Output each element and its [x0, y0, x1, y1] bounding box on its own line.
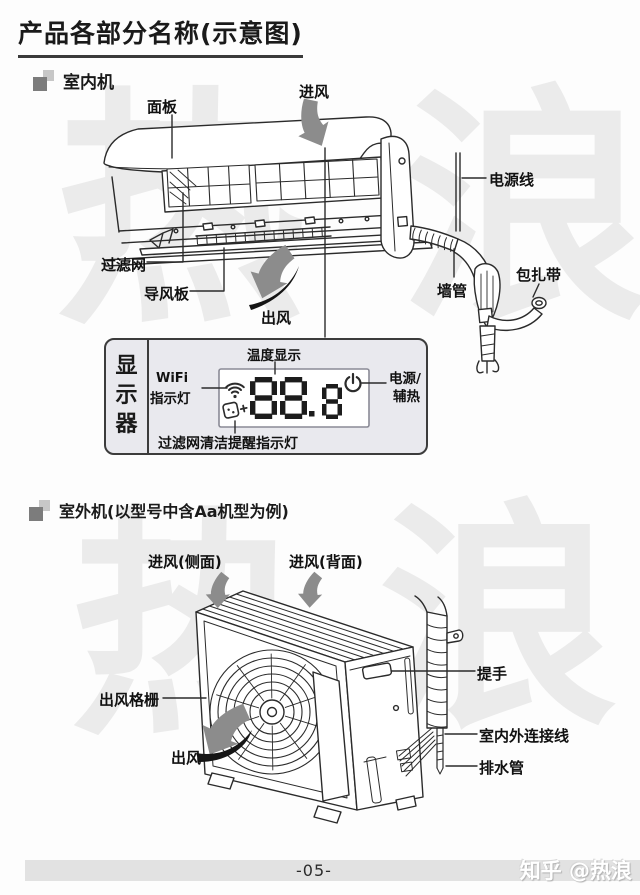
- page-title: 产品各部分名称(示意图): [18, 14, 303, 58]
- label-air-outlet: 出风: [171, 749, 202, 767]
- display-panel-graphics: [201, 361, 387, 434]
- power-auxheat-label: 辅热: [393, 389, 420, 405]
- display-panel-box: 显示器 温度显示 WiFi 指示灯 电源/ 辅热 过滤网清洁提醒指示灯: [104, 338, 428, 455]
- label-binding-tape: 包扎带: [516, 266, 562, 284]
- power-icon: [344, 372, 362, 393]
- section-title: 室内机: [63, 73, 114, 93]
- label-panel: 面板: [147, 98, 178, 116]
- label-outlet-grille: 出风格栅: [99, 691, 160, 709]
- airflow-arrows-indoor: [243, 98, 330, 310]
- section-header-outdoor: 室外机(以型号中含Aa机型为例): [29, 498, 289, 522]
- label-handle: 提手: [477, 665, 508, 683]
- section-marker-icon: [29, 499, 50, 521]
- credit-watermark: 知乎 @热浪: [519, 859, 632, 883]
- label-filter: 过滤网: [101, 256, 147, 274]
- label-air-inlet: 进风: [299, 83, 330, 101]
- page-number: -05-: [296, 861, 332, 880]
- display-panel-divider: [147, 340, 149, 453]
- filter-clean-reminder-label: 过滤网清洁提醒指示灯: [158, 436, 298, 452]
- air-inlet-back-arrow: [294, 570, 331, 610]
- label-connection-wire: 室内外连接线: [479, 727, 570, 745]
- section-marker-icon: [33, 70, 54, 91]
- label-drain-pipe: 排水管: [479, 759, 525, 777]
- wifi-icon: [225, 382, 245, 399]
- label-air-outlet: 出风: [261, 309, 292, 327]
- wifi-indicator-label: 指示灯: [150, 391, 191, 407]
- temperature-display-label: 温度显示: [247, 348, 301, 364]
- section-title: 室外机(以型号中含Aa机型为例): [59, 502, 289, 521]
- power-auxheat-label: 电源/: [389, 371, 421, 387]
- leader-binding-tape: [532, 283, 540, 298]
- footer-bar: [25, 860, 640, 881]
- outdoor-unit-drawing: [162, 590, 478, 824]
- filter-clean-icon: [222, 401, 248, 419]
- leader-deflector: [189, 247, 225, 292]
- airflow-arrows-outdoor: [194, 570, 331, 762]
- label-air-inlet-side: 进风(侧面): [148, 553, 222, 571]
- label-wall-pipe: 墙管: [437, 282, 468, 300]
- display-panel-title: 显示器: [115, 354, 138, 437]
- indoor-unit-drawing: [103, 114, 547, 374]
- label-deflector: 导风板: [144, 285, 190, 303]
- filter-hatch: [169, 169, 197, 205]
- section-header-indoor: 室内机: [33, 68, 114, 93]
- wifi-indicator-label: WiFi: [156, 371, 189, 386]
- seven-segment-display: [250, 377, 342, 419]
- label-power-cord: 电源线: [489, 171, 535, 189]
- leader-filter: [146, 192, 184, 263]
- label-air-inlet-back: 进风(背面): [289, 553, 363, 571]
